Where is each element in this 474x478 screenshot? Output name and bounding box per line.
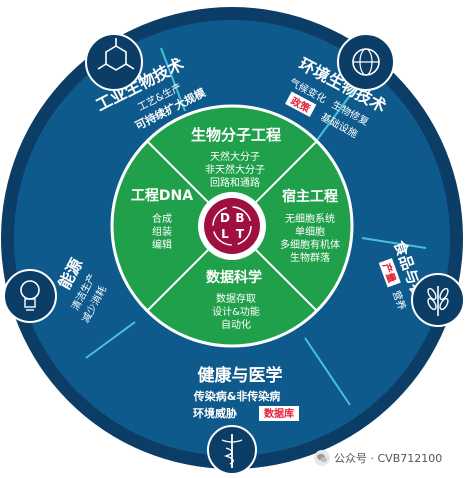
inner-bottom-line-1: 数据存取: [216, 292, 256, 305]
inner-right-title: 宿主工程: [282, 188, 338, 205]
health-title: 健康与医学: [198, 365, 283, 386]
outer-ring-dividers: [85, 47, 427, 406]
inner-left-line-2: 组装: [152, 225, 172, 238]
center-letter-b: B: [235, 211, 244, 225]
inner-right-line-3: 多细胞有机体: [280, 238, 340, 251]
center-letter-d: D: [220, 211, 230, 225]
inner-right-line-4: 生物群落: [290, 251, 330, 264]
lightbulb-icon: [3, 269, 57, 323]
center-badge: [204, 198, 260, 254]
molecule-icon: [85, 33, 143, 91]
wechat-icon: [314, 450, 330, 466]
inner-top-line-1: 天然大分子: [210, 150, 260, 163]
inner-left-line-3: 编辑: [152, 238, 172, 251]
health-tag-box: [259, 406, 299, 421]
inner-right-line-2: 单细胞: [295, 225, 325, 238]
health-line-1: 传染病&非传染病: [193, 389, 281, 403]
watermark-text: 公众号 · CVB712100: [334, 452, 443, 465]
food-tag-box: [378, 258, 401, 288]
inner-bottom-line-3: 自动化: [221, 318, 251, 331]
inner-left-title: 工程DNA: [131, 188, 193, 204]
center-cycle-icon: [212, 206, 252, 246]
center-letter-t: T: [236, 227, 245, 241]
caduceus-icon: [207, 425, 257, 475]
center-letter-l: L: [221, 227, 229, 241]
inner-top-title: 生物分子工程: [191, 126, 281, 144]
environment-tag-box: [285, 91, 317, 117]
inner-right-line-1: 无细胞系统: [285, 212, 335, 225]
inner-top-line-3: 回路和通路: [210, 176, 260, 189]
inner-bottom-line-2: 设计&功能: [212, 305, 260, 318]
globe-icon: [337, 33, 395, 91]
inner-left-line-1: 合成: [152, 212, 172, 225]
health-line-2: 环境威胁: [193, 406, 237, 420]
inner-bottom-title: 数据科学: [206, 269, 262, 286]
health-tag: 数据库: [264, 407, 294, 420]
inner-top-line-2: 非天然大分子: [205, 163, 265, 176]
watermark: 公众号 · CVB712100: [314, 448, 442, 468]
wheat-icon: [411, 273, 465, 327]
